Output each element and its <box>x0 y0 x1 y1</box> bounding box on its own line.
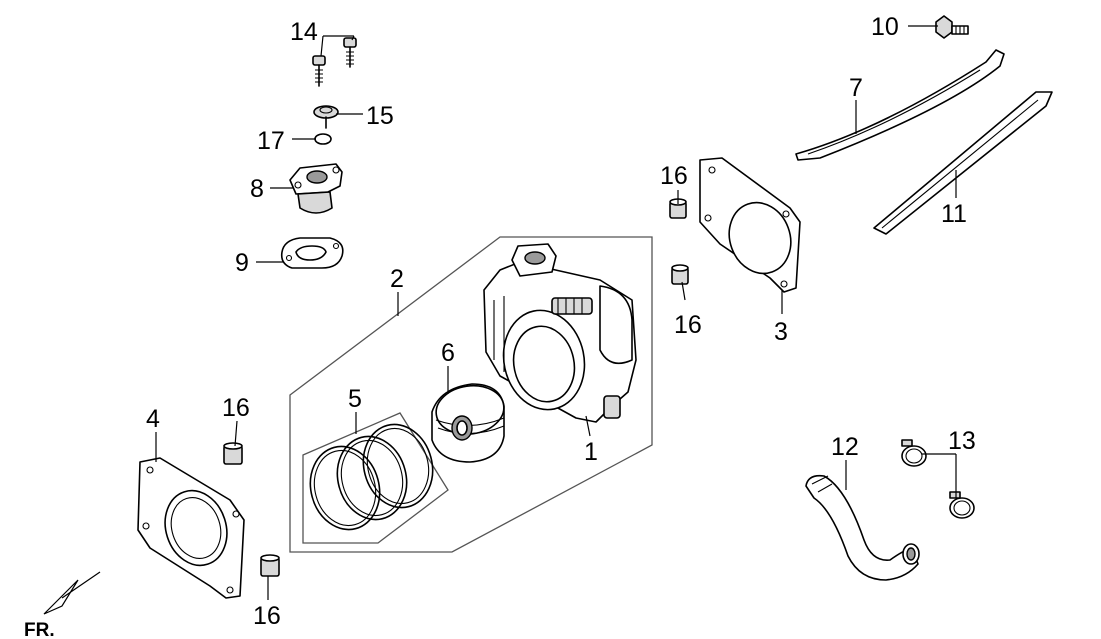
gasket-part-4 <box>137 457 245 599</box>
cylinder-part-1 <box>483 243 637 423</box>
callout-1: 1 <box>584 438 598 466</box>
dowel-pin-part-16-d <box>260 554 280 577</box>
callout-4: 4 <box>146 405 160 433</box>
cylinder-kit-outline <box>289 236 653 553</box>
callout-13: 13 <box>948 427 976 455</box>
callout-16-b: 16 <box>674 311 702 339</box>
chain-guide-part-7 <box>795 49 1005 161</box>
hose-part-12 <box>805 474 920 581</box>
bolts-part-14 <box>312 37 357 87</box>
bolt-part-10 <box>935 15 969 39</box>
callout-16-a: 16 <box>660 162 688 190</box>
hose-clamp-part-13-a <box>901 439 927 467</box>
callout-2: 2 <box>390 265 404 293</box>
oring-part-17 <box>314 133 332 145</box>
front-arrow-icon <box>43 571 101 615</box>
callout-10: 10 <box>871 13 899 41</box>
callout-6: 6 <box>441 339 455 367</box>
callout-5: 5 <box>348 385 362 413</box>
bolt-part-15 <box>313 105 339 129</box>
callout-8: 8 <box>250 175 264 203</box>
callout-3: 3 <box>774 318 788 346</box>
ring-set-outline <box>302 412 449 544</box>
piston-part-6 <box>431 383 505 463</box>
callout-9: 9 <box>235 249 249 277</box>
leader-lines <box>155 25 957 600</box>
hose-clamp-part-13-b <box>949 491 975 519</box>
front-label: FR. <box>24 620 55 639</box>
gasket-part-9 <box>280 237 344 269</box>
callout-17: 17 <box>257 127 285 155</box>
gasket-part-3 <box>699 157 801 293</box>
slipper-part-11 <box>873 91 1053 235</box>
dowel-pin-part-16-c <box>223 442 243 465</box>
callout-12: 12 <box>831 433 859 461</box>
cap-part-8 <box>289 163 343 214</box>
piston-rings-part-5 <box>309 423 434 531</box>
callout-16-d: 16 <box>253 602 281 630</box>
callout-14: 14 <box>290 18 318 46</box>
callout-11: 11 <box>941 200 967 228</box>
callout-15: 15 <box>366 102 394 130</box>
dowel-pin-part-16-b <box>671 264 689 285</box>
callout-16-c: 16 <box>222 394 250 422</box>
callout-7: 7 <box>849 74 863 102</box>
